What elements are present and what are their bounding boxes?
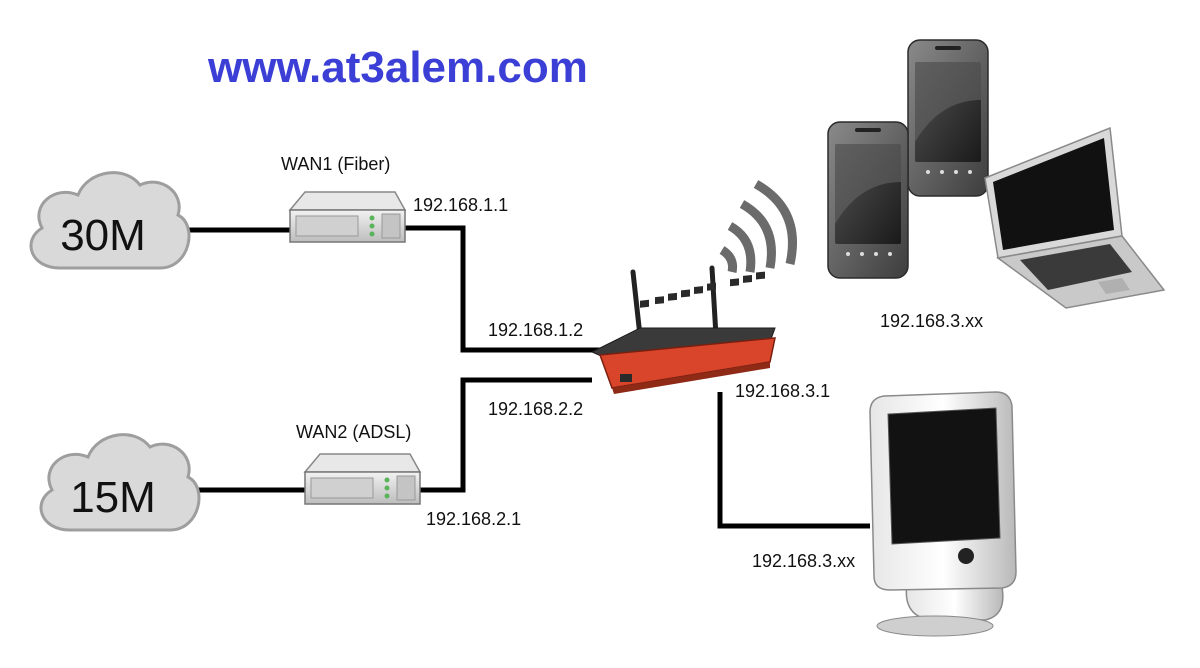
monitor-screen [887,407,1001,545]
internet-cloud-15m: 15M [39,433,201,532]
monitor-logo [958,548,974,564]
status-led [369,223,375,229]
status-led [369,215,375,221]
status-led [384,493,390,499]
modem-top-face [288,191,407,211]
modem2-to-router-link [420,377,592,493]
wan1-router-ip: 192.168.1.2 [488,320,583,340]
wired-client-ip: 192.168.3.xx [752,551,855,571]
wan2-title: WAN2 (ADSL) [296,422,411,442]
connection-lines [175,225,870,529]
laptop-icon [984,126,1166,309]
laptop-screen [993,138,1114,250]
smartphone-icon [907,39,989,197]
wan2-router-ip: 192.168.2.2 [488,399,583,419]
modem-top-face [303,453,422,473]
router-to-desktop-link [717,392,870,529]
cloud-icon [39,433,201,532]
status-led [384,485,390,491]
sfp-port [620,374,632,382]
load-balancer-router [590,265,776,394]
desktop-computer-icon [869,391,1017,637]
site-url: www.at3alem.com [207,43,588,92]
wifi-signal-icon [719,180,797,273]
cloud-label: 15M [70,473,156,522]
wan2-gateway-ip: 192.168.2.1 [426,509,521,529]
wan1-modem [288,191,407,243]
wireless-clients-ip: 192.168.3.xx [880,311,983,331]
ethernet-ports [640,271,765,308]
wan1-gateway-ip: 192.168.1.1 [413,195,508,215]
smartphone-icon [827,121,909,279]
wan1-title: WAN1 (Fiber) [281,154,390,174]
modem1-to-router-link [405,225,600,353]
antenna-right [709,265,719,339]
status-led [384,477,390,483]
internet-cloud-30m: 30M [29,171,191,270]
wan2-modem [303,453,422,505]
cloud-label: 30M [60,211,146,260]
cloud-icon [29,171,191,270]
router-lan-ip: 192.168.3.1 [735,381,830,401]
status-led [369,231,375,237]
